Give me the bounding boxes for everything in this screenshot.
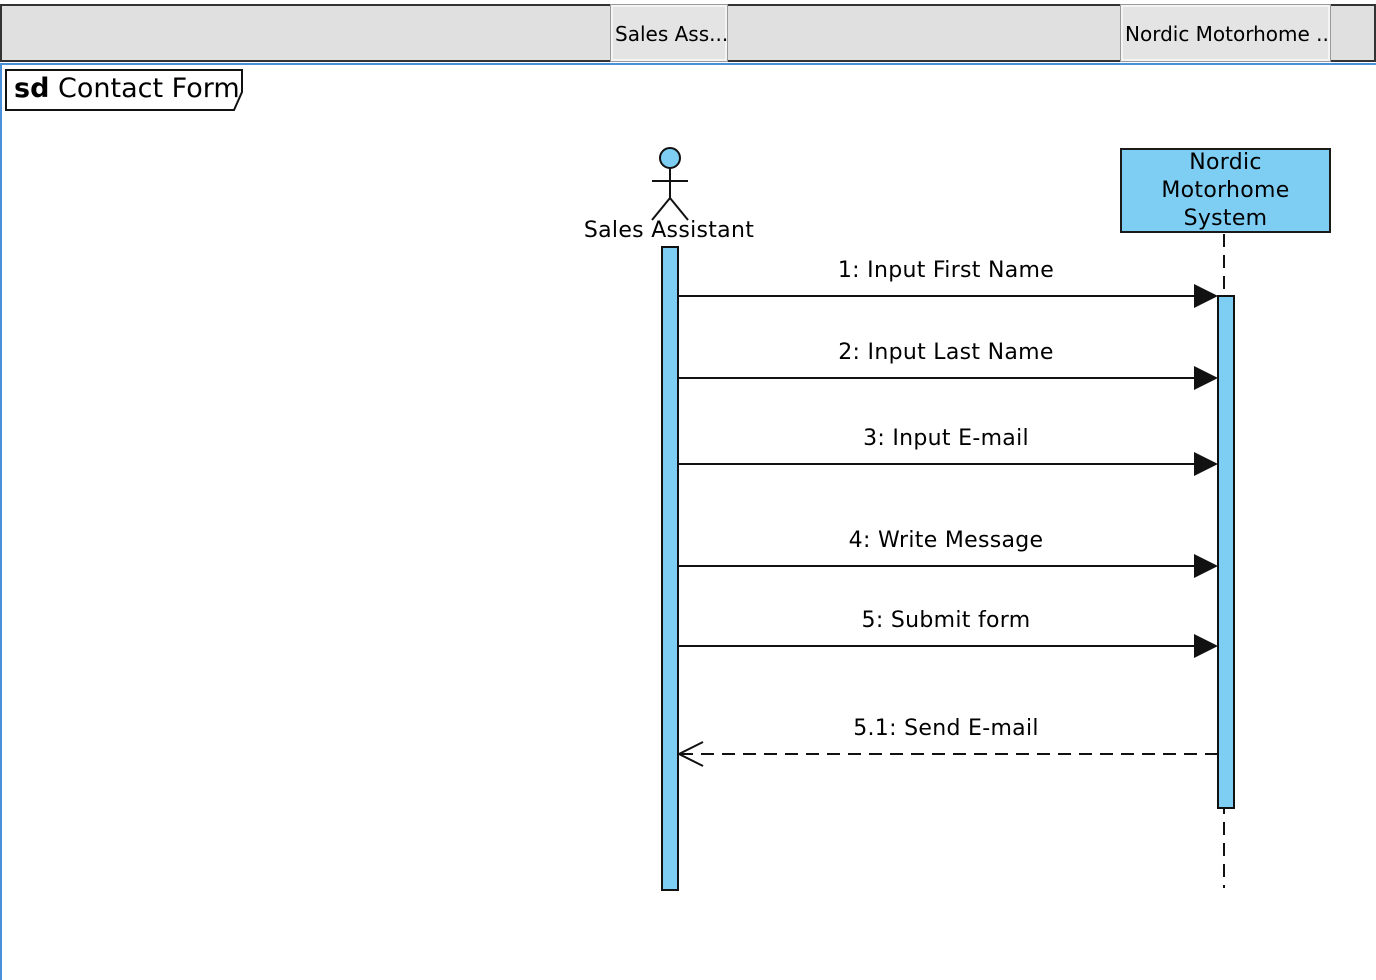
message-label: 5: Submit form [861, 608, 1031, 633]
frame-label: sd Contact Form [4, 66, 270, 110]
system-lifeline-head[interactable]: Nordic Motorhome System [1120, 148, 1331, 233]
message-arrow[interactable] [679, 284, 1218, 308]
message-label: 4: Write Message [848, 528, 1044, 553]
header-tab-nordic-motorhome[interactable]: Nordic Motorhome ... [1120, 4, 1331, 62]
message-label: 1: Input First Name [837, 258, 1055, 283]
actor-icon[interactable] [651, 147, 689, 221]
system-activation-bar[interactable] [1217, 295, 1235, 809]
message-arrow[interactable] [679, 366, 1218, 390]
frame-label-shape [5, 69, 243, 111]
actor-activation-bar[interactable] [661, 246, 679, 891]
actor-name: Sales Assistant [583, 218, 755, 243]
frame-keyword: sd [14, 73, 50, 104]
return-message-arrow[interactable] [676, 741, 1218, 767]
diagram-canvas[interactable] [0, 63, 1376, 980]
message-label: 3: Input E-mail [863, 426, 1029, 451]
message-label: 2: Input Last Name [838, 340, 1054, 365]
message-arrow[interactable] [679, 452, 1218, 476]
frame-name: Contact Form [58, 73, 240, 104]
message-arrow[interactable] [679, 634, 1218, 658]
system-name: Nordic Motorhome System [1161, 149, 1290, 231]
header-tab-sales-assistant[interactable]: Sales Ass... [610, 4, 728, 62]
message-arrow[interactable] [679, 554, 1218, 578]
message-label: 5.1: Send E-mail [853, 716, 1039, 741]
